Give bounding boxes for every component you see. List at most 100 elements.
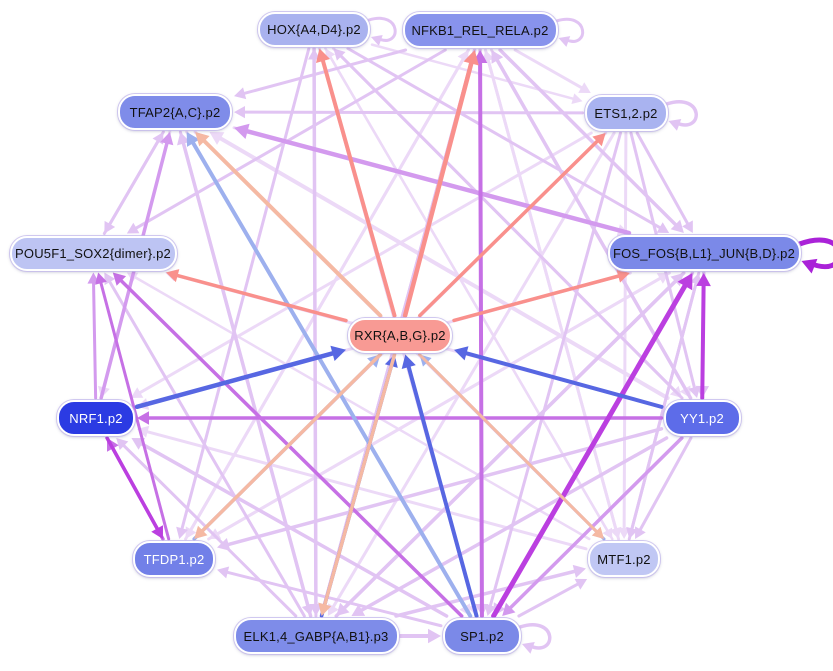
edge-rxr-elk[interactable] [318,352,397,617]
arrowhead [130,387,144,398]
edge-line [116,275,464,618]
edge-fos-tfdp1[interactable] [208,271,671,539]
edge-line [198,135,383,318]
edge-nfkb-fos[interactable] [498,48,684,233]
arrowhead [208,528,222,539]
edge-nfkb-mtf1[interactable] [483,48,622,539]
edge-rxr-fos[interactable] [452,269,630,323]
arrowhead [217,566,230,579]
edge-hox-hox[interactable] [367,16,397,46]
edge-yy1-mtf1[interactable] [635,436,693,539]
edge-ets-tfap2[interactable] [234,106,584,119]
edge-yy1-rxr[interactable] [454,346,664,409]
arrowhead [333,48,346,61]
arrowhead [484,603,497,616]
edge-nfkb-tfap2[interactable] [234,48,408,100]
edge-rxr-tfdp1[interactable] [194,352,383,540]
edge-sp1-tfdp1[interactable] [217,566,443,628]
edge-sp1-fos[interactable] [491,273,693,619]
edge-nrf1-tfdp1[interactable] [105,436,163,539]
edge-ets-ets[interactable] [664,100,698,131]
edge-nrf1-rxr[interactable] [134,345,346,410]
edge-hox-mtf1[interactable] [324,47,613,540]
edge-fos-tfap2[interactable] [234,123,632,236]
edge-rxr-pou[interactable] [166,269,348,323]
node-sp1[interactable]: SP1.p2 [443,618,521,654]
edge-sp1-sp1[interactable] [518,623,552,654]
edge-sp1-rxr[interactable] [401,354,479,618]
edge-sp1-nfkb[interactable] [472,50,488,618]
node-yy1[interactable]: YY1.p2 [663,400,741,436]
edge-rxr-hox[interactable] [315,48,397,318]
edge-nrf1-pou[interactable] [87,272,100,400]
arrowhead [176,526,188,539]
edge-nfkb-tfdp1[interactable] [185,48,470,539]
arrowhead [463,50,479,66]
node-nrf1[interactable]: NRF1.p2 [57,400,135,436]
edge-ets-nrf1[interactable] [130,131,593,398]
node-label: HOX{A4,D4}.p2 [267,21,361,37]
edge-elk-sp1[interactable] [398,628,442,644]
arrowhead [166,269,180,283]
edge-rxr-ets[interactable] [418,133,606,318]
node-label: MTF1.p2 [597,551,651,567]
edge-sp1-pou[interactable] [112,272,464,618]
edge-yy1-tfap2[interactable] [209,132,670,400]
edge-ets-sp1[interactable] [484,131,622,616]
arrowhead [571,93,583,104]
edge-rxr-nfkb[interactable] [402,50,479,318]
edge-elk-pou[interactable] [104,272,306,618]
edge-line [629,271,701,535]
edge-elk-mtf1[interactable] [394,564,586,618]
edge-line [98,277,171,541]
edge-sp1-tfap2[interactable] [186,132,473,618]
edge-nfkb-nfkb[interactable] [555,17,584,47]
edge-line [238,48,408,96]
edge-line [797,237,833,270]
arrowhead [351,604,366,616]
edge-line [517,580,583,618]
node-nfkb[interactable]: NFKB1_REL_RELA.p2 [402,12,558,48]
node-rxr[interactable]: RXR{A,B,G}.p2 [348,317,452,353]
node-hox[interactable]: HOX{A4,D4}.p2 [258,11,370,47]
node-mtf1[interactable]: MTF1.p2 [588,541,660,577]
node-label: SP1.p2 [460,628,504,644]
edge-line [135,439,449,618]
node-tfap2[interactable]: TFAP2{A,C}.p2 [118,94,232,130]
node-tfdp1[interactable]: TFDP1.p2 [133,541,215,577]
edge-nfkb-ets[interactable] [513,48,591,93]
edge-line [239,127,632,236]
edge-hox-fos[interactable] [346,47,670,234]
arrowhead [572,564,586,578]
edge-ets-fos[interactable] [635,131,693,233]
node-pou[interactable]: POU5F1_SOX2{dimer}.p2 [9,235,177,271]
edge-line [513,48,587,92]
arrowhead [318,602,332,616]
arrowhead [502,602,516,616]
edge-rxr-mtf1[interactable] [418,353,605,540]
edge-line [188,136,473,618]
node-elk[interactable]: ELK1,4_GABP{A,B1}.p3 [233,618,399,654]
edge-fos-fos[interactable] [797,237,833,274]
edge-hox-tfdp1[interactable] [176,47,311,540]
edge-fos-mtf1[interactable] [626,271,701,539]
edge-tfdp1-pou[interactable] [95,272,171,541]
edge-sp1-mtf1[interactable] [517,578,588,618]
edge-hox-elk[interactable] [309,46,323,617]
edge-yy1-fos[interactable] [696,273,711,400]
edge-tfap2-pou[interactable] [104,130,165,234]
edge-yy1-nrf1[interactable] [137,411,664,425]
edge-line [212,271,671,538]
edge-line [106,130,165,230]
edge-rxr-tfap2[interactable] [195,132,383,318]
node-label: YY1.p2 [680,410,724,426]
edge-yy1-sp1[interactable] [502,436,684,616]
arrowhead [696,273,711,287]
edge-line [459,349,664,409]
edge-line [171,272,348,323]
node-fos[interactable]: FOS_FOS{B,L1}_JUN{B,D}.p2 [607,235,801,271]
edge-line [491,278,691,619]
arrowhead [315,48,331,63]
node-ets[interactable]: ETS1,2.p2 [584,95,668,131]
